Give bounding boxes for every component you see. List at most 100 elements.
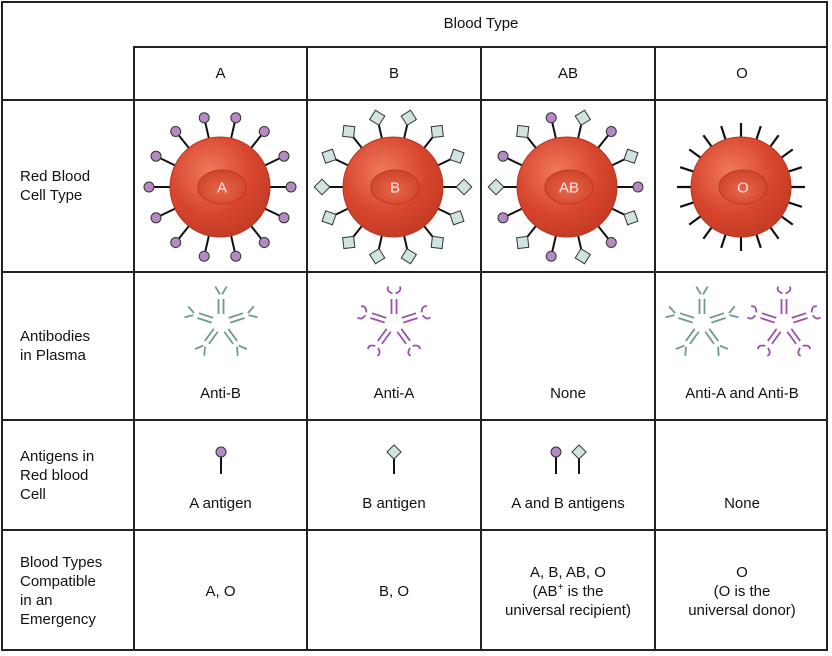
antibody-stem — [230, 317, 245, 324]
row-label-line: Blood Types — [20, 554, 103, 571]
antibody-fork — [203, 346, 206, 356]
cell-center — [370, 169, 420, 205]
compatible-cell-b: B, O — [308, 531, 480, 651]
anti-a-antibody — [746, 286, 822, 357]
antibody-stem — [793, 317, 808, 324]
b-antigen-icon — [430, 235, 444, 250]
red-blood-cell-ab-icon: AB — [487, 109, 644, 265]
a-antigen-icon — [150, 150, 162, 162]
a-antigen-icon — [230, 250, 242, 262]
antibody-fork — [194, 344, 204, 350]
b-antigen-icon — [321, 148, 337, 164]
antibody-stem — [204, 328, 215, 342]
compatible-text: (O is the — [713, 582, 771, 600]
antibody-stem — [227, 328, 238, 342]
a-antigen-head — [550, 446, 562, 458]
compatible-text-part: is the — [563, 582, 604, 600]
a-antigen-icon — [278, 212, 290, 224]
antibody-stem — [223, 331, 234, 345]
b-antigen-icon — [313, 178, 331, 196]
antigen-caption: A and B antigens — [511, 495, 625, 512]
b-antigen-icon — [516, 124, 530, 139]
row-label-line: Emergency — [20, 611, 96, 628]
col-divider — [306, 46, 308, 651]
antibody-fork — [236, 346, 239, 356]
cell-center — [544, 169, 594, 205]
a-antigen-icon — [198, 250, 210, 262]
antibody-stem — [704, 331, 715, 345]
a-antigen-icon — [198, 112, 210, 124]
antibody-stem — [711, 317, 726, 324]
antibody-stem — [400, 328, 411, 342]
antibody-fork — [421, 314, 432, 320]
antibody-stem — [709, 312, 725, 319]
compatible-text: B, O — [378, 582, 409, 600]
a-and-b-antigen-icon — [550, 444, 587, 474]
row-label-line: in an — [20, 592, 53, 609]
b-antigen-icon — [400, 247, 418, 265]
a-antigen-icon — [170, 125, 182, 137]
red-blood-cell-b-icon: B — [313, 109, 473, 265]
antibody-fork — [665, 314, 675, 319]
b-antigen-icon — [342, 235, 356, 250]
b-antigen-icon — [449, 210, 465, 226]
row-label-line: Compatible — [20, 573, 96, 590]
antibody-fork — [717, 346, 720, 356]
antibody-stem — [678, 317, 693, 324]
antibody-fork — [675, 344, 685, 350]
a-antigen-icon — [170, 237, 182, 249]
a-antigen-icon — [545, 250, 557, 262]
antibody-fork — [757, 344, 766, 350]
antibody-fork — [810, 305, 817, 313]
red-blood-cell-a-icon: A — [143, 112, 297, 262]
antibody-stem — [370, 317, 385, 324]
b-antigen-icon — [623, 148, 639, 164]
anti-a-antibody-icon — [356, 286, 432, 357]
antibody-caption: Anti-A and Anti-B — [685, 385, 799, 402]
b-antigen-icon — [430, 124, 444, 139]
anti-b-antibody-icon — [184, 286, 258, 356]
antibody-stem — [685, 328, 696, 342]
antibody-fork — [238, 344, 248, 350]
anti-b-antibody — [184, 286, 258, 356]
antibody-fork — [184, 314, 194, 319]
antibody-stem — [401, 312, 417, 319]
antibody-stem — [371, 312, 387, 319]
a-antigen-icon — [278, 150, 290, 162]
antibody-fork — [420, 305, 427, 313]
compatible-text: A, B, AB, O — [530, 563, 606, 581]
b-antigen-icon — [342, 124, 356, 139]
antibody-stem — [403, 317, 418, 324]
antibody-fork — [785, 286, 792, 295]
row-label-line: Antibodies — [20, 328, 91, 345]
antibody-stem — [228, 312, 244, 319]
antibody-stem — [771, 331, 782, 345]
a-antigen-icon — [605, 237, 617, 249]
col-divider — [480, 46, 482, 651]
antibody-fork — [811, 314, 822, 320]
b-antigen-head — [571, 444, 587, 460]
antibody-stem — [679, 312, 695, 319]
b-antigen-icon — [400, 109, 418, 127]
column-header-b: B — [388, 65, 399, 82]
anti-a-and-anti-b-antibody-icon — [665, 286, 822, 357]
row-divider — [2, 419, 828, 421]
antibody-stem — [791, 312, 807, 319]
b-antigen-icon — [321, 210, 337, 226]
antibody-caption: None — [550, 385, 586, 402]
antigen-caption: None — [724, 495, 760, 512]
antibody-fork — [668, 305, 676, 314]
header-title: Blood Type — [443, 14, 519, 32]
row-label-line: Cell — [20, 485, 46, 503]
antibody-stem — [198, 312, 214, 319]
compatible-cell-ab: A, B, AB, O (AB+ is the universal recipi… — [482, 531, 654, 651]
antibody-fork — [797, 347, 802, 357]
a-antigen-icon — [545, 112, 557, 124]
b-antigen-icon — [368, 109, 386, 127]
antibody-stem — [786, 331, 797, 345]
cell-center — [718, 169, 768, 205]
antibody-fork — [395, 286, 402, 295]
a-antigen-icon — [605, 125, 617, 137]
